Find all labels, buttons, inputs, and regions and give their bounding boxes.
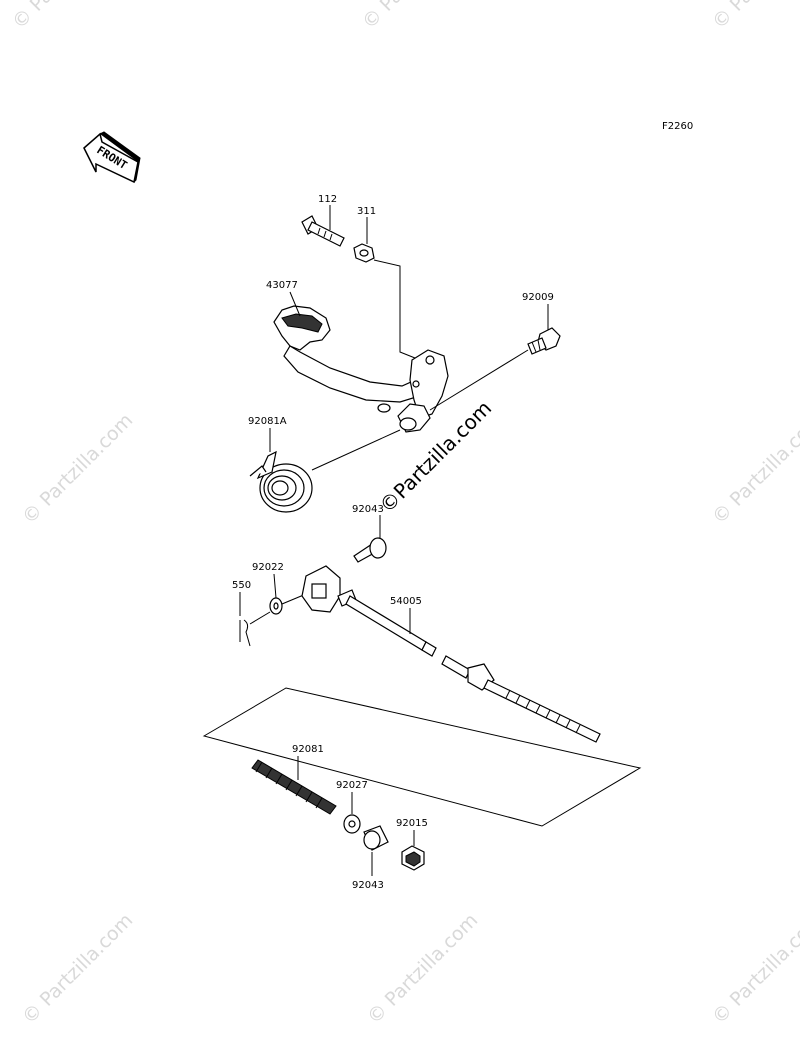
watermark-center: ©Partzilla.com bbox=[375, 396, 497, 518]
part-112-bolt bbox=[301, 215, 345, 247]
lower-group-outline bbox=[202, 687, 642, 827]
watermark-tile: © Partzilla.com bbox=[363, 909, 482, 1028]
front-direction-arrow-icon: FRONT bbox=[83, 131, 141, 184]
label-92027: 92027 bbox=[336, 780, 368, 791]
part-92027-washer bbox=[343, 814, 361, 834]
part-550-cotter-pin bbox=[239, 619, 251, 647]
label-112: 112 bbox=[318, 194, 337, 205]
watermark-tile: © Partzilla.com bbox=[708, 909, 800, 1028]
label-54005: 54005 bbox=[390, 596, 422, 607]
part-92015-nut bbox=[401, 845, 425, 871]
figure-code: F2260 bbox=[662, 121, 693, 132]
part-92043-upper-pin bbox=[353, 537, 387, 563]
part-92081-compression-spring bbox=[251, 759, 337, 815]
part-43077-brake-pedal bbox=[273, 305, 449, 433]
label-92043-upper: 92043 bbox=[352, 504, 384, 515]
part-92081A-torsion-spring bbox=[249, 450, 313, 513]
label-43077: 43077 bbox=[266, 280, 298, 291]
label-92015: 92015 bbox=[396, 818, 428, 829]
part-92043-lower-collar bbox=[363, 825, 389, 851]
part-92009-bolt bbox=[527, 327, 561, 355]
label-92043-lower: 92043 bbox=[352, 880, 384, 891]
watermark-tile: © Partzilla.com bbox=[8, 0, 127, 34]
part-311-nut bbox=[353, 243, 375, 263]
label-92009: 92009 bbox=[522, 292, 554, 303]
watermark-tile: © Partzilla.com bbox=[358, 0, 477, 34]
watermark-tile: © Partzilla.com bbox=[18, 909, 137, 1028]
watermark-tile: © Partzilla.com bbox=[708, 0, 800, 34]
watermark-tile: © Partzilla.com bbox=[18, 409, 137, 528]
part-54005-brake-cable bbox=[301, 565, 601, 743]
watermark-tile: © Partzilla.com bbox=[708, 409, 800, 528]
label-550: 550 bbox=[232, 580, 251, 591]
part-92022-washer bbox=[269, 597, 283, 615]
label-92081A: 92081A bbox=[248, 416, 287, 427]
label-92081: 92081 bbox=[292, 744, 324, 755]
watermark-tiles: © Partzilla.com © Partzilla.com © Partzi… bbox=[8, 0, 800, 1029]
label-92022: 92022 bbox=[252, 562, 284, 573]
label-311: 311 bbox=[357, 206, 376, 217]
